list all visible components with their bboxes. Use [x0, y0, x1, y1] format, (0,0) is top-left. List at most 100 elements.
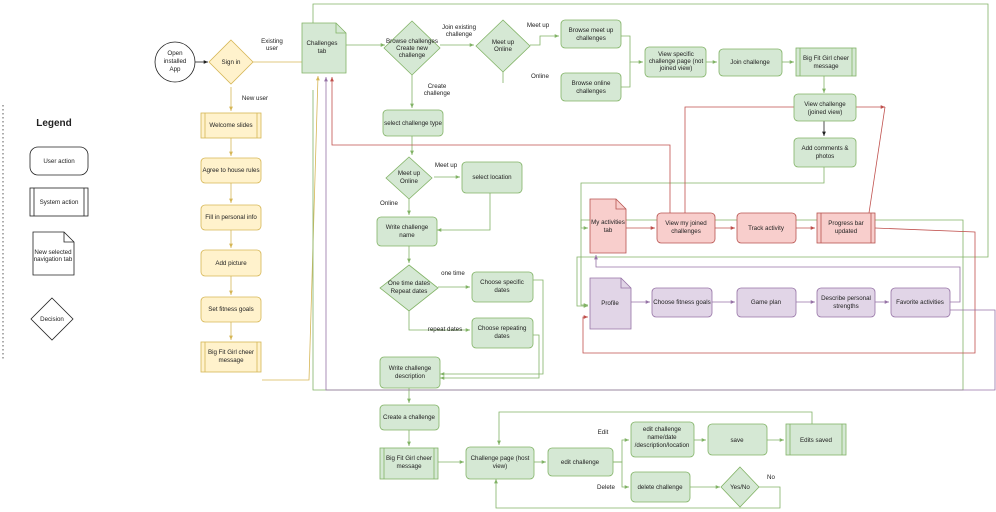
challenges-tab-label-2: tab	[318, 48, 327, 55]
welcome-slides-node	[200, 112, 262, 139]
edits-saved-label: Edits saved	[800, 437, 833, 444]
add-comments-label-2: photos	[816, 153, 835, 160]
edge-label-online-2: Online	[380, 200, 398, 207]
one-time-repeat-label-1: One time dates	[388, 280, 430, 287]
cheer-message-1-label-1: Big Fit Girl cheer	[208, 349, 254, 356]
edge-label-existing-user-1: Existing	[261, 38, 283, 45]
game-plan-node	[736, 287, 797, 318]
write-description-label-2: description	[395, 373, 425, 380]
delete-challenge-label: delete challenge	[637, 484, 683, 491]
cheer-message-3-label-1: Big Fit Girl cheer	[386, 455, 432, 462]
repeating-dates-label-1: Choose repeating	[478, 325, 527, 332]
fitness-goals-label: Set fitness goals	[208, 306, 253, 313]
edit-fields-node	[630, 421, 695, 458]
cheer-message-3-label-2: message	[396, 463, 422, 470]
write-name-label-1: Write challenge	[386, 224, 429, 231]
choose-goals-node	[651, 287, 713, 318]
meetup-online-decision-1	[475, 19, 531, 73]
sign-in-node	[208, 39, 254, 85]
cheer-message-2-label-2: message	[813, 63, 839, 70]
view-my-joined-label-2: challenges	[671, 228, 701, 235]
edge-label-existing-user-2: user	[266, 45, 278, 52]
describe-strengths-node	[816, 287, 876, 318]
favorite-activities-node	[890, 287, 951, 318]
edge-label-delete: Delete	[597, 484, 615, 491]
add-comments-label-1: Add comments &	[801, 145, 849, 152]
view-specific-label-2: challenge page (not	[649, 58, 704, 65]
browse-online-label-1: Browse online	[572, 80, 611, 87]
edge-label-create-1: Create	[428, 83, 447, 90]
house-rules-node	[200, 157, 262, 184]
edge-label-join-existing-2: challenge	[446, 31, 473, 38]
welcome-slides-label: Welcome slides	[209, 122, 252, 129]
create-challenge-node	[379, 404, 440, 431]
connectors	[195, 3, 996, 509]
open-app-label-3: App	[169, 66, 181, 73]
specific-dates-label-2: dates	[494, 287, 509, 294]
edit-fields-label-1: edit challenge	[643, 426, 682, 433]
meetup-online-1-label-1: Meet up	[492, 39, 515, 46]
house-rules-label: Agree to house rules	[202, 167, 259, 174]
view-joined-node	[793, 93, 857, 122]
cheer-message-1-label-2: message	[218, 357, 244, 364]
browse-online-label-2: challenges	[576, 88, 606, 95]
edge-label-new-user: New user	[242, 95, 268, 102]
edge-label-no: No	[767, 474, 775, 481]
save-node	[707, 423, 768, 456]
progress-bar-node	[816, 212, 876, 244]
host-page-label-1: Challenge page (host	[471, 455, 530, 462]
edit-fields-label-2: name/date	[647, 434, 677, 441]
view-my-joined-label-1: View my joined	[665, 220, 707, 227]
open-app-label-2: installed	[164, 58, 187, 65]
view-specific-label-3: joined view)	[659, 65, 693, 72]
open-app-node	[154, 41, 196, 83]
legend-user-action-label: User action	[43, 158, 75, 165]
edge-label-one-time: one time	[441, 270, 465, 277]
edits-saved-node	[785, 423, 847, 456]
one-time-repeat-label-2: Repeat dates	[391, 288, 428, 295]
edge-label-join-existing-1: Join existing	[442, 24, 477, 31]
cheer-message-2-node	[795, 47, 857, 77]
fitness-goals-node	[200, 296, 262, 323]
add-picture-label: Add picture	[215, 260, 247, 267]
favorite-activities-label: Favorite activities	[896, 299, 944, 306]
cheer-message-3-node	[379, 447, 439, 480]
legend: Legend User action System action New sel…	[2, 105, 89, 360]
nodes: Open installed App Sign in Welcome slide…	[154, 19, 951, 508]
legend-system-action-shape	[29, 187, 89, 217]
view-specific-node	[644, 46, 707, 78]
meetup-online-1-label-2: Online	[494, 46, 512, 53]
browse-create-decision	[383, 20, 441, 76]
host-page-node	[465, 446, 535, 480]
legend-nav-tab-label-1: New selected	[34, 249, 72, 256]
edge-label-meet-up-2: Meet up	[435, 162, 458, 169]
join-label: Join challenge	[730, 59, 770, 66]
repeating-dates-label-2: dates	[494, 333, 509, 340]
view-my-joined-node	[656, 212, 716, 244]
add-comments-node	[793, 137, 857, 168]
challenges-tab-node	[301, 22, 347, 74]
my-activities-label-2: tab	[604, 227, 613, 234]
meetup-online-2-label-1: Meet up	[398, 170, 421, 177]
save-label: save	[730, 437, 744, 444]
select-type-node	[382, 109, 444, 137]
yes-no-label: Yes/No	[730, 484, 750, 491]
host-page-label-2: view)	[493, 463, 507, 470]
edge-label-online: Online	[531, 73, 549, 80]
browse-meetup-label-1: Browse meet up	[569, 27, 614, 34]
my-activities-label-1: My activities	[591, 219, 625, 226]
profile-label: Profile	[601, 300, 619, 307]
legend-nav-tab-shape	[32, 231, 75, 276]
delete-challenge-node	[630, 471, 691, 503]
legend-decision-shape	[30, 297, 74, 341]
cheer-message-2-label-1: Big Fit Girl cheer	[803, 55, 849, 62]
browse-meetup-node	[560, 19, 622, 49]
one-time-repeat-decision	[379, 264, 439, 312]
write-description-label-1: Write challenge	[389, 365, 432, 372]
progress-bar-label-1: Progress bar	[828, 220, 863, 227]
profile-tab-node	[589, 277, 632, 330]
view-joined-label-2: (joined view)	[808, 109, 843, 116]
browse-create-label-1: Browse challenges	[386, 38, 438, 45]
browse-meetup-label-2: challenges	[576, 35, 606, 42]
